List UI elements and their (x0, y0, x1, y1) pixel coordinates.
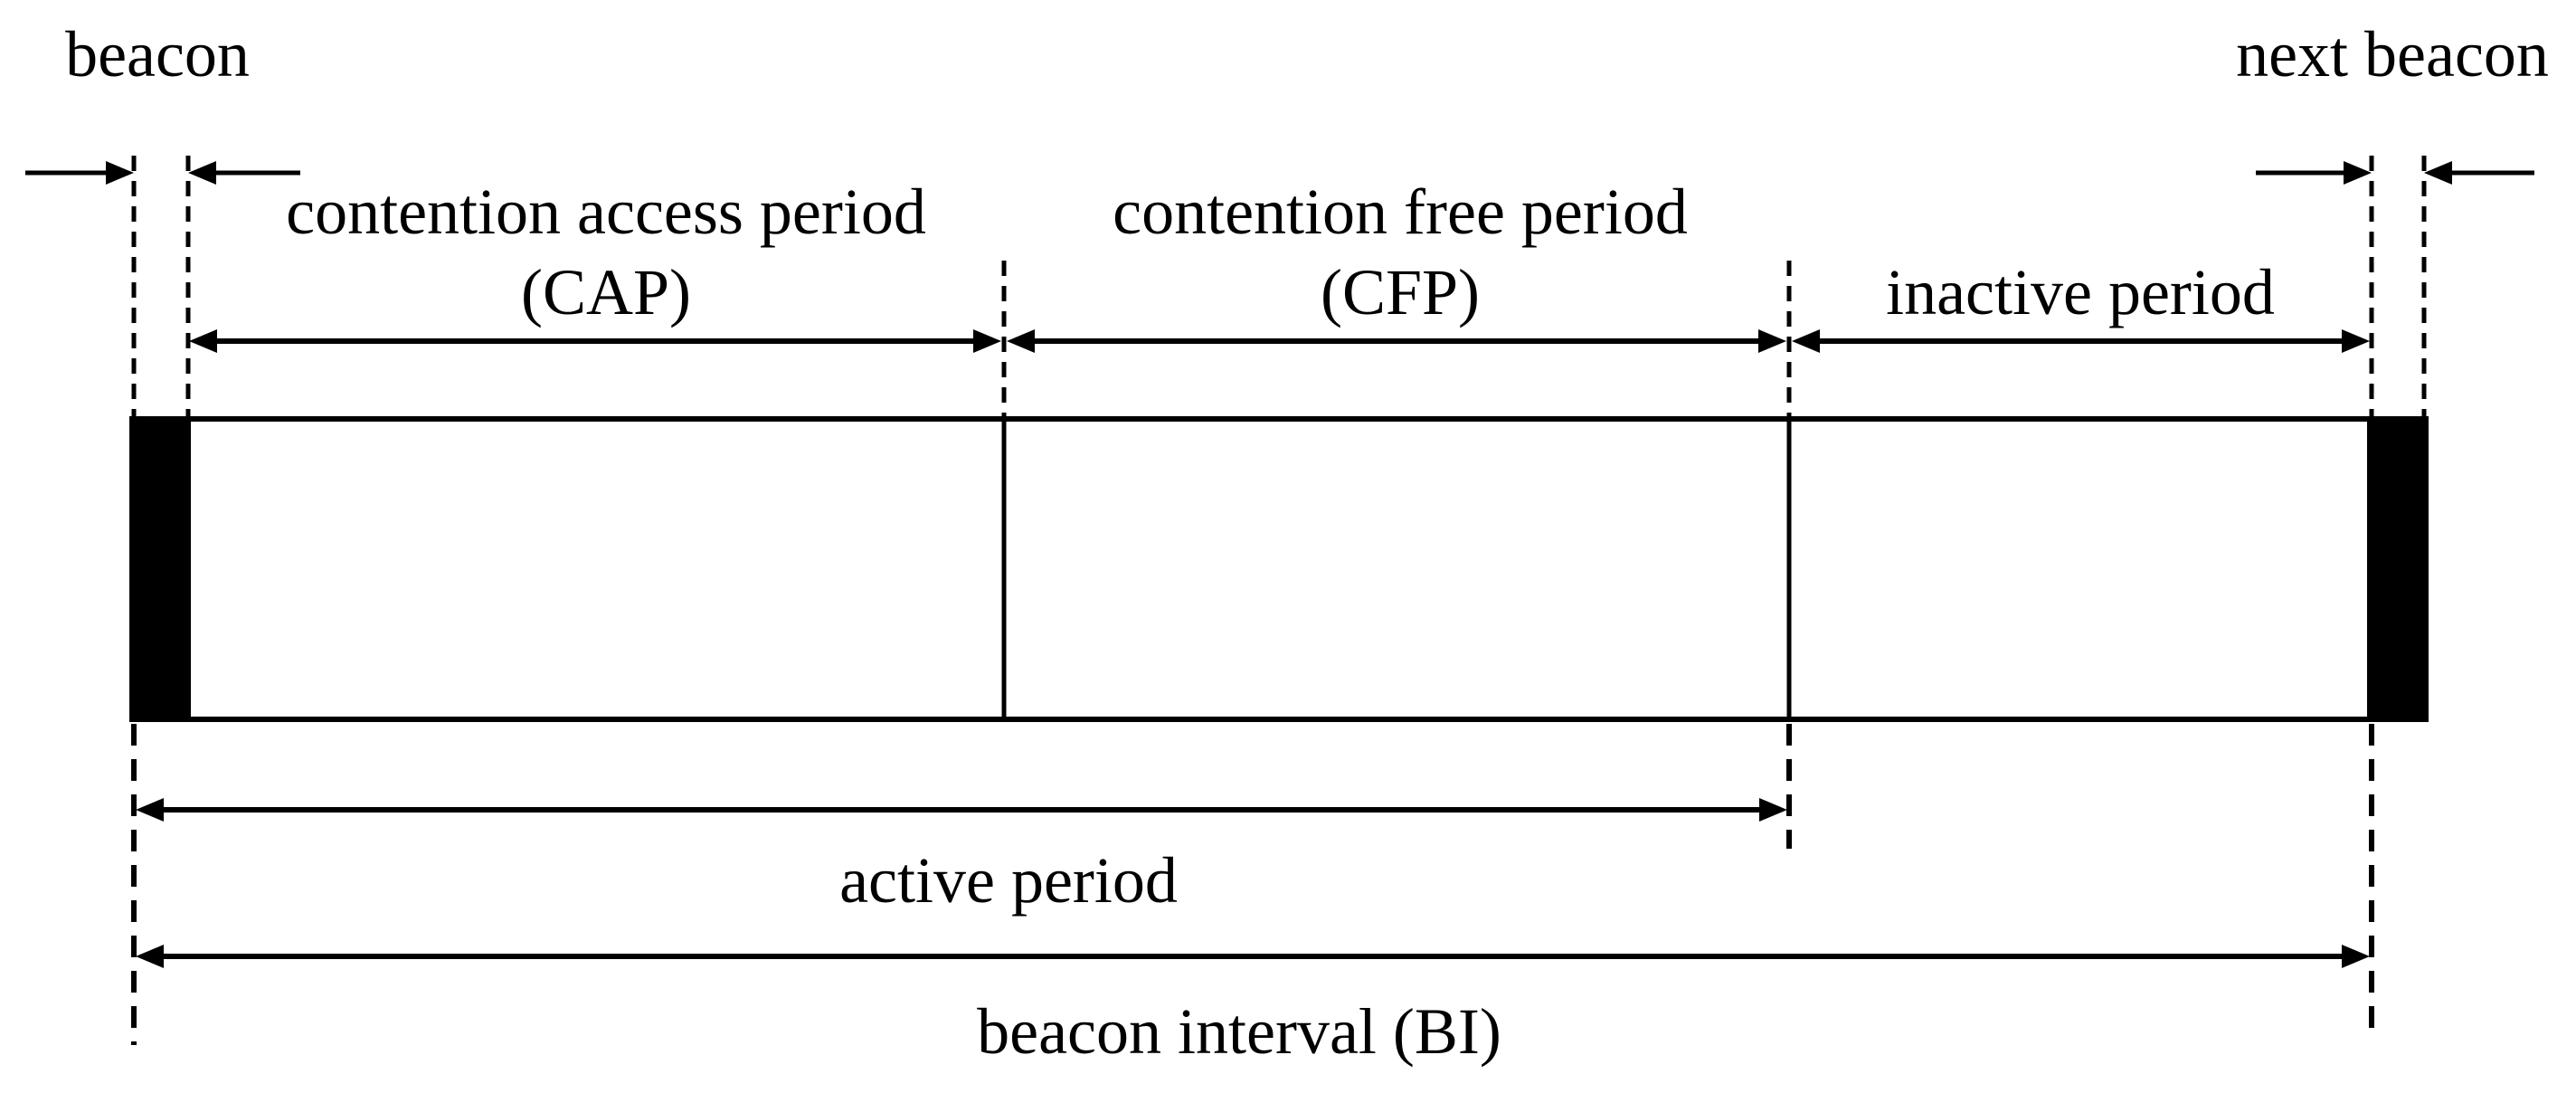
left-arrowhead-icon (1007, 329, 1035, 353)
left-arrowhead-icon (1792, 329, 1820, 353)
next-beacon-width-pointer-left (2256, 161, 2372, 185)
cap-period-label: contention access period (286, 176, 926, 248)
superframe-bar (129, 416, 2429, 722)
beacon-interval-extent-arrow (136, 945, 2370, 968)
beacon-width-pointer-right (188, 161, 300, 185)
cap-extent-arrow (189, 329, 1001, 353)
right-arrowhead-icon (2342, 329, 2370, 353)
beacon-slot-start (132, 419, 191, 719)
beacon-interval-label: beacon interval (BI) (977, 995, 1501, 1068)
next-beacon-label: next beacon (2236, 18, 2549, 90)
inactive-extent-arrow (1792, 329, 2370, 353)
right-arrowhead-icon (1758, 329, 1786, 353)
cfp-period-abbr: (CFP) (1321, 256, 1480, 328)
left-arrowhead-icon (188, 161, 216, 185)
right-arrowhead-icon (2344, 161, 2372, 185)
inactive-period-label: inactive period (1886, 256, 2275, 328)
active-period-label: active period (839, 844, 1178, 917)
superframe-outline (129, 416, 2429, 722)
active-period-extent-arrow (136, 798, 1787, 822)
beacon-slot-end (2367, 419, 2426, 719)
beacon-label: beacon (65, 18, 250, 90)
left-arrowhead-icon (2424, 161, 2452, 185)
right-arrowhead-icon (2342, 945, 2370, 968)
right-arrowhead-icon (973, 329, 1001, 353)
cap-period-abbr: (CAP) (521, 256, 691, 328)
right-arrowhead-icon (106, 161, 134, 185)
left-arrowhead-icon (136, 945, 164, 968)
cfp-extent-arrow (1007, 329, 1786, 353)
right-arrowhead-icon (1759, 798, 1787, 822)
beacon-width-pointer-left (25, 161, 134, 185)
next-beacon-width-pointer-right (2424, 161, 2534, 185)
left-arrowhead-icon (189, 329, 217, 353)
cfp-period-label: contention free period (1113, 176, 1688, 248)
left-arrowhead-icon (136, 798, 164, 822)
